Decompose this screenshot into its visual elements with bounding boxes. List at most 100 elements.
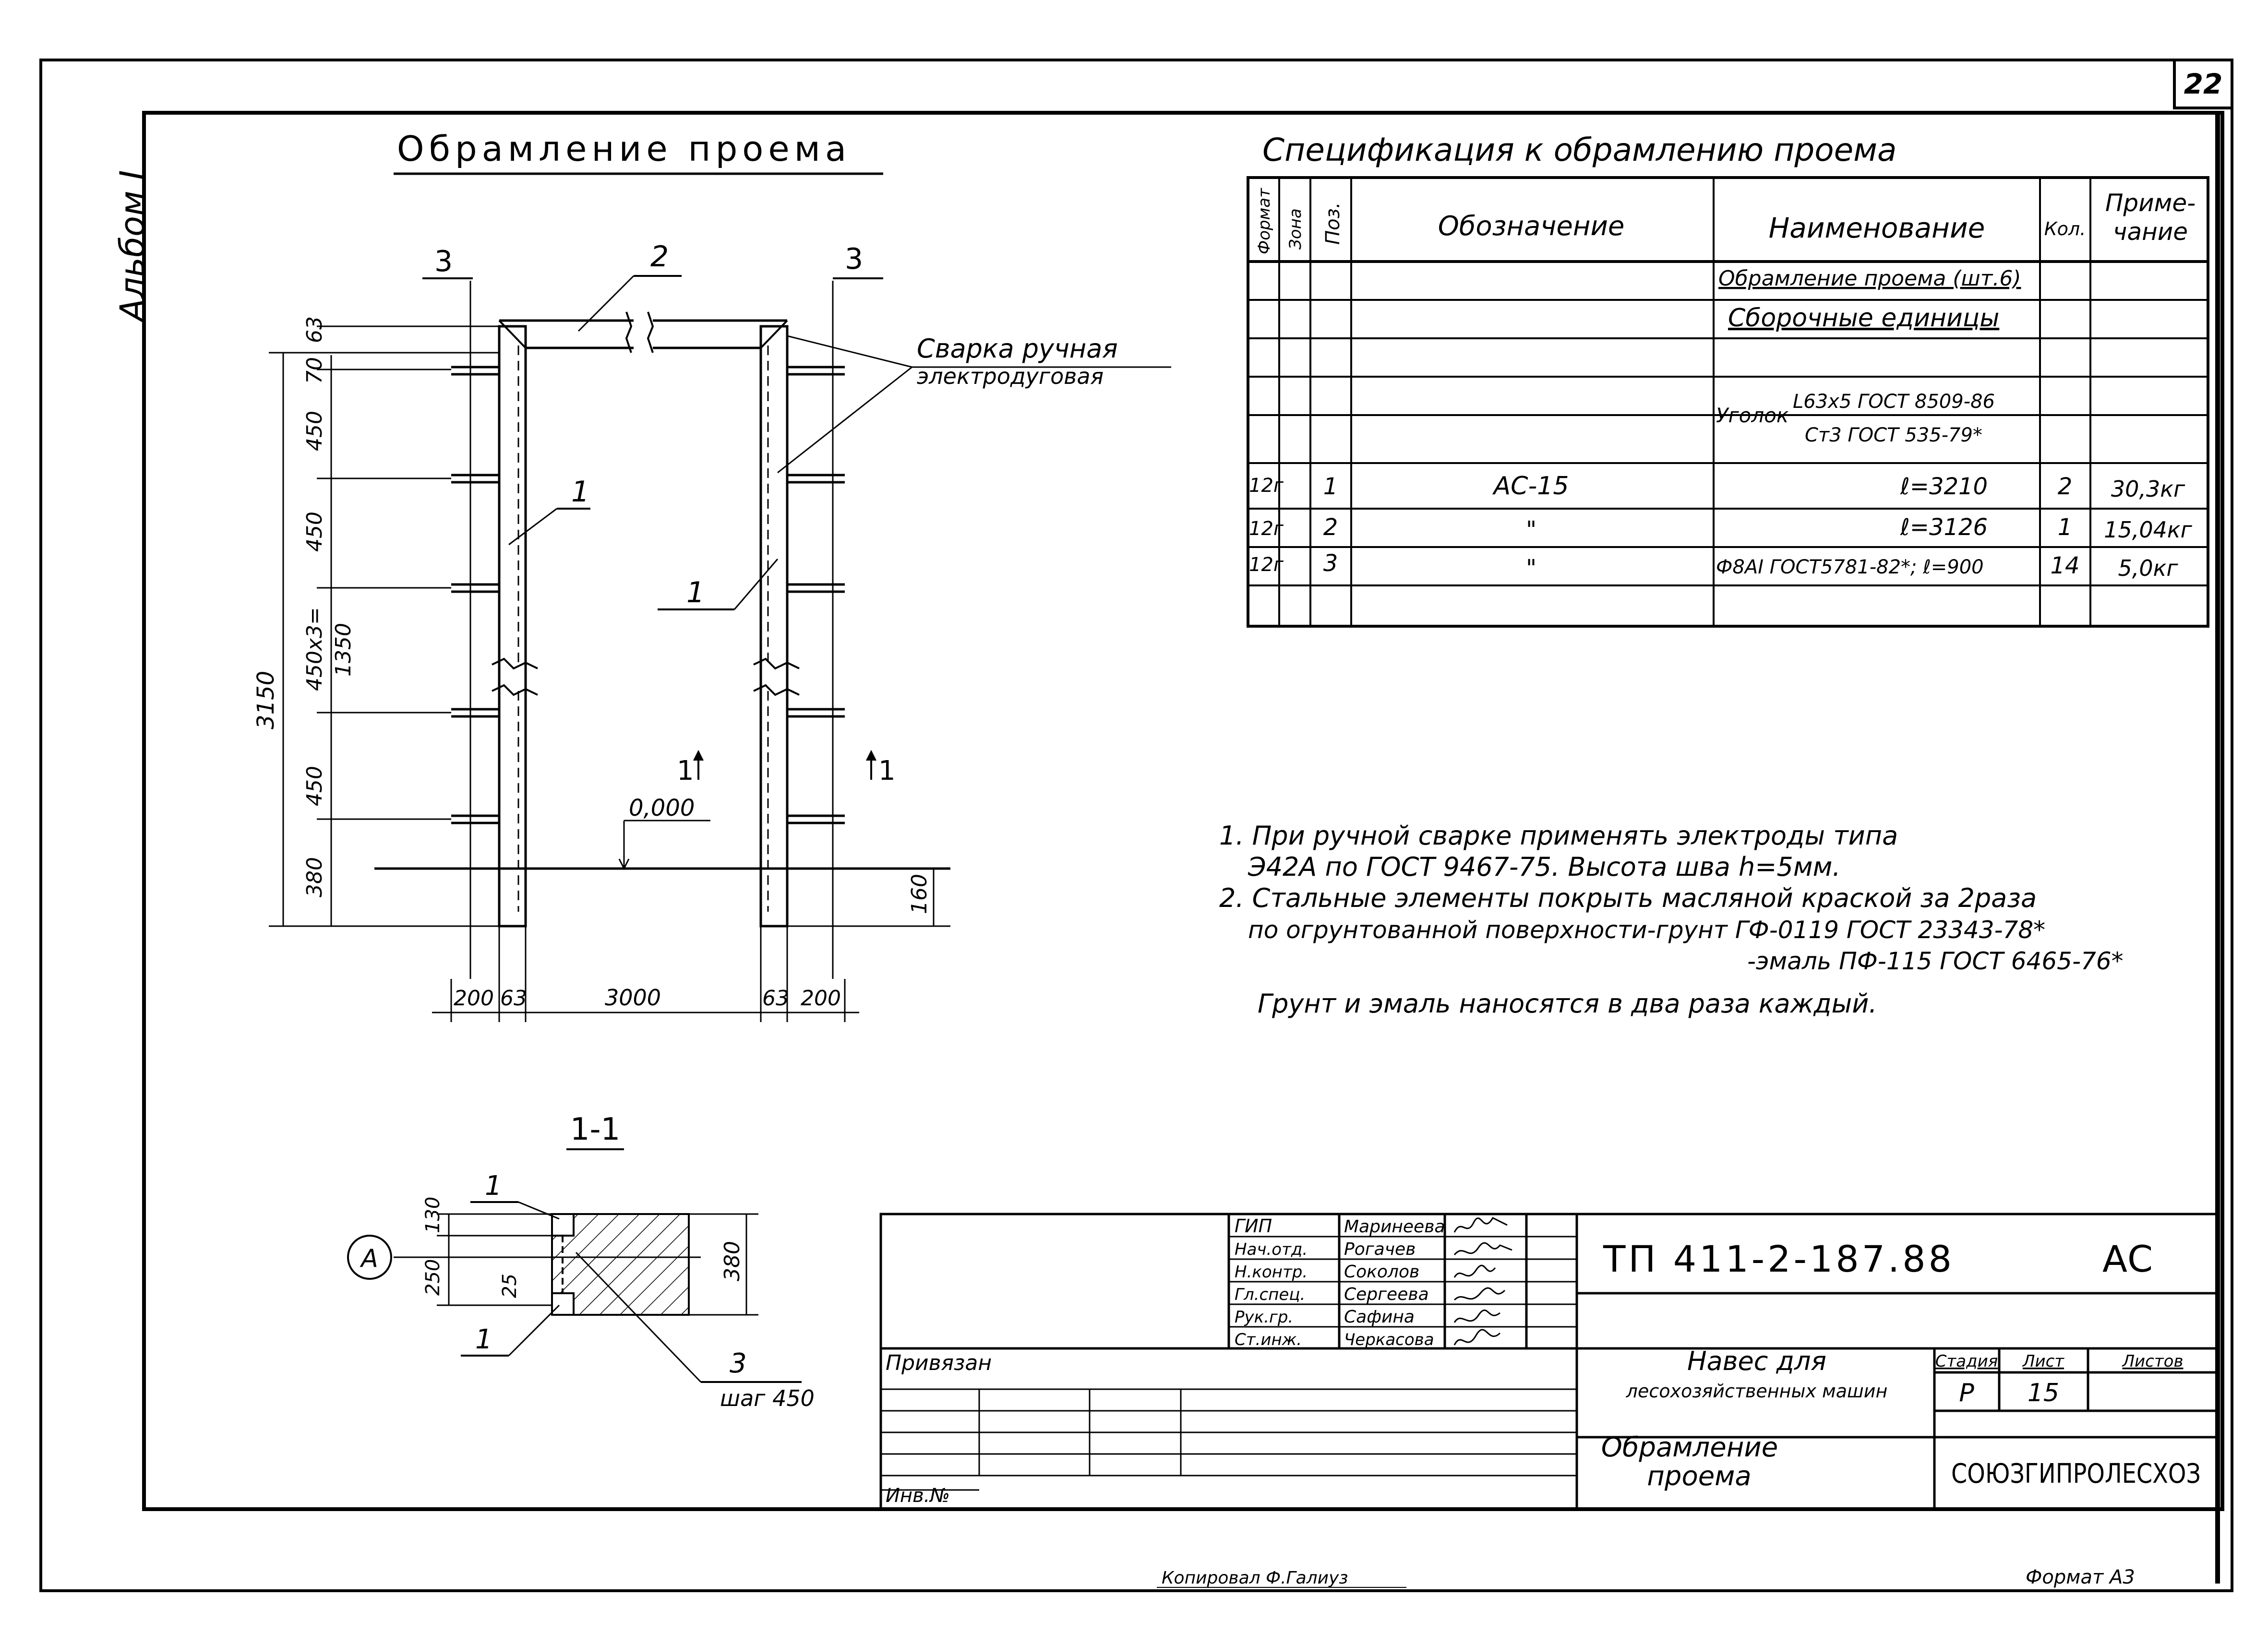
- sec-callout-3: 3: [730, 1348, 747, 1379]
- role-gip: ГИП: [1235, 1215, 1272, 1237]
- dim-63-right: 63: [762, 986, 789, 1011]
- hdr-designation: Обозначение: [1438, 211, 1625, 242]
- hdr-note-2: чание: [2113, 218, 2188, 246]
- album-label: Альбом I: [113, 170, 152, 323]
- row1-format: 12г: [1249, 475, 1284, 497]
- note-line-2: Э42А по ГОСТ 9467-75. Высота шва h=5мм.: [1248, 852, 1841, 882]
- dim-70: 70: [302, 357, 327, 384]
- signatures: [1453, 1217, 1512, 1346]
- notes: 1. При ручной сварке применять электроды…: [1219, 821, 2124, 1019]
- row1-qty: 2: [2058, 473, 2073, 500]
- level-mark: 0,000: [629, 795, 695, 822]
- sec-dim-25: 25: [499, 1274, 521, 1298]
- doc-mark: АС: [2102, 1238, 2153, 1280]
- name-nach-otd: Рогачев: [1344, 1239, 1416, 1259]
- opening-frame-drawing: Обрамление проема: [252, 129, 1171, 1022]
- row3-format: 12г: [1249, 554, 1284, 576]
- sheets-label: Листов: [2121, 1352, 2183, 1371]
- dim-450x3: 450x3=: [302, 607, 327, 691]
- sheet-title-2: проема: [1647, 1461, 1751, 1492]
- dim-450-b: 450: [302, 512, 327, 552]
- drawing-title: Обрамление проема: [397, 129, 851, 169]
- object-line-2: лесохозяйственных машин: [1626, 1381, 1888, 1402]
- hdr-format: Формат: [1255, 188, 1274, 254]
- row3-qty: 14: [2050, 552, 2079, 579]
- dim-3150: 3150: [252, 671, 279, 729]
- dim-200-left: 200: [454, 986, 494, 1011]
- dim-160: 160: [907, 874, 932, 914]
- object-line-1: Навес для: [1687, 1346, 1826, 1376]
- role-st-inzh: Ст.инж.: [1235, 1330, 1302, 1349]
- row2-designation: ": [1526, 516, 1536, 543]
- section-1-1: 1-1 А 130 250 25 380 1 1: [347, 1112, 815, 1411]
- hdr-pos: Поз.: [1322, 202, 1344, 245]
- specification-table: Спецификация к обрамлению проема Формат …: [1247, 131, 2209, 628]
- callout-3-right: 3: [845, 242, 863, 276]
- row1-name: ℓ=3210: [1900, 473, 1988, 500]
- dim-3000: 3000: [605, 985, 661, 1011]
- format-label: Формат А3: [2026, 1566, 2135, 1588]
- note-line-5: -эмаль ПФ-115 ГОСТ 6465-76*: [1747, 947, 2124, 975]
- note-line-1: 1. При ручной сварке применять электроды…: [1219, 821, 1898, 851]
- callout-1-right: 1: [686, 576, 705, 609]
- row2-pos: 2: [1323, 514, 1338, 541]
- spec-title: Спецификация к обрамлению проема: [1262, 131, 1896, 168]
- doc-code: ТП 411-2-187.88: [1603, 1238, 1955, 1280]
- dim-380: 380: [302, 857, 327, 897]
- callout-1-left: 1: [571, 475, 589, 509]
- dim-63-left: 63: [500, 986, 527, 1011]
- sec-dim-380: 380: [720, 1241, 744, 1281]
- sheet-no: 15: [2028, 1379, 2059, 1407]
- row1-note: 30,3кг: [2111, 476, 2185, 502]
- outer-border: [39, 59, 2233, 1592]
- sheet-number-box: [2173, 59, 2233, 109]
- role-ruk-gr: Рук.гр.: [1235, 1308, 1293, 1327]
- row2-note: 15,04кг: [2104, 517, 2192, 543]
- callout-3-left: 3: [434, 245, 453, 278]
- stage-value: Р: [1959, 1379, 1974, 1407]
- row3-pos: 3: [1323, 550, 1338, 577]
- row-assembly-name: Сборочные единицы: [1728, 304, 1999, 333]
- stage-label: Стадия: [1935, 1352, 1998, 1371]
- sec-dim-130: 130: [422, 1197, 444, 1233]
- weld-note-line1: Сварка ручная: [917, 334, 1118, 364]
- angle-top: L63x5 ГОСТ 8509-86: [1793, 391, 1995, 413]
- sheet-number: 22: [2184, 68, 2223, 100]
- hdr-name: Наименование: [1769, 212, 1985, 244]
- title-block: ГИП Нач.отд. Н.контр. Гл.спец. Рук.гр. С…: [879, 1213, 2219, 1511]
- sheet-label: Лист: [2022, 1352, 2064, 1371]
- hdr-qty: Кол.: [2044, 218, 2086, 239]
- row3-name: Ф8АI ГОСТ5781-82*; ℓ=900: [1716, 556, 1984, 578]
- row2-name: ℓ=3126: [1900, 514, 1988, 541]
- name-n-kontr: Соколов: [1344, 1262, 1419, 1282]
- sec-dim-250: 250: [422, 1259, 444, 1296]
- sheet-title-1: Обрамление: [1601, 1432, 1778, 1463]
- role-n-kontr: Н.контр.: [1235, 1263, 1308, 1282]
- name-gip: Маринеева: [1344, 1217, 1445, 1237]
- dim-450-a: 450: [302, 411, 327, 451]
- row1-designation: АС-15: [1492, 472, 1569, 500]
- organization: СОЮЗГИПРОЛЕСХОЗ: [1951, 1458, 2201, 1489]
- dim-63: 63: [302, 316, 327, 343]
- sec-step: шаг 450: [720, 1385, 815, 1411]
- section-mark-left: 1: [677, 755, 694, 786]
- row2-format: 12г: [1249, 518, 1284, 540]
- copied-by: Копировал Ф.Галиуз: [1162, 1568, 1348, 1588]
- angle-bottom: Ст3 ГОСТ 535-79*: [1805, 424, 1982, 446]
- note-line-4: по огрунтованной поверхности-грунт ГФ-01…: [1248, 916, 2045, 944]
- name-gl-spec: Сергеева: [1344, 1285, 1429, 1304]
- sec-callout-1-bottom: 1: [475, 1324, 492, 1355]
- inv-label: Инв.№: [886, 1485, 950, 1507]
- note-line-3: 2. Стальные элементы покрыть масляной кр…: [1219, 883, 2037, 913]
- dim-450-c: 450: [302, 766, 327, 806]
- row3-note: 5,0кг: [2118, 555, 2178, 581]
- row-angle-name: Уголок: [1716, 404, 1789, 427]
- role-nach-otd: Нач.отд.: [1235, 1240, 1308, 1259]
- dim-200-right: 200: [801, 986, 841, 1011]
- name-ruk-gr: Сафина: [1344, 1307, 1415, 1327]
- section-mark-right: 1: [878, 755, 896, 786]
- hdr-note-1: Приме-: [2105, 189, 2196, 217]
- name-st-inzh: Черкасова: [1344, 1330, 1434, 1349]
- note-line-6: Грунт и эмаль наносятся в два раза кажды…: [1258, 989, 1877, 1019]
- row2-qty: 1: [2058, 514, 2073, 541]
